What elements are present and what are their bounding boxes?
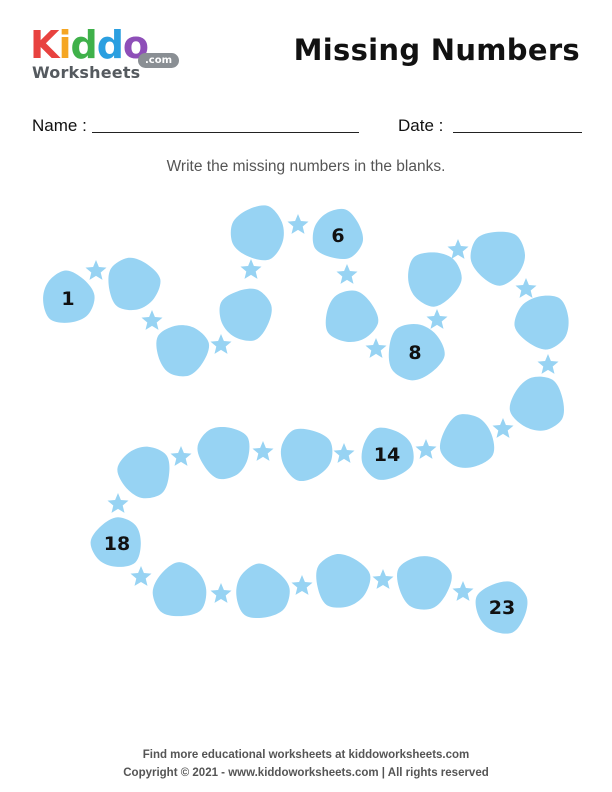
name-field[interactable] [92, 132, 359, 133]
number-bubble: 14 [361, 427, 414, 480]
star-icon [210, 334, 232, 354]
star-icon [537, 354, 559, 374]
bubble-number: 23 [489, 597, 515, 619]
star-icon [130, 566, 152, 586]
bubble-shape [197, 426, 250, 480]
blank-bubble[interactable] [316, 553, 371, 608]
blank-bubble[interactable] [280, 428, 333, 482]
bubble-shape [316, 553, 371, 608]
bubble-shape [156, 325, 210, 377]
number-bubble: 23 [475, 581, 528, 634]
blank-bubble[interactable] [117, 446, 170, 499]
blank-bubble[interactable] [439, 414, 495, 468]
blank-bubble[interactable] [156, 325, 210, 377]
star-icon [336, 264, 358, 284]
bubble-shape [280, 428, 333, 482]
star-icon [291, 575, 313, 595]
bubble-shape [514, 295, 569, 350]
bubble-number: 1 [61, 288, 74, 310]
bubble-shape [90, 517, 141, 567]
star-icon [372, 569, 394, 589]
star-icon [333, 443, 355, 463]
number-bubble: 18 [90, 517, 141, 567]
blank-bubble[interactable] [408, 252, 462, 307]
blank-bubble[interactable] [325, 290, 379, 342]
star-icon [515, 278, 537, 298]
bubble-shape [230, 205, 284, 261]
footer-copyright: Copyright © 2021 - www.kiddoworksheets.c… [123, 767, 489, 779]
blank-bubble[interactable] [197, 426, 250, 480]
star-icon [107, 493, 129, 513]
bubble-shape [408, 252, 462, 307]
bubble-shape [325, 290, 379, 342]
blank-bubble[interactable] [397, 556, 452, 610]
logo-letter: i [58, 23, 71, 67]
instruction-text: Write the missing numbers in the blanks. [166, 158, 446, 175]
bubble-shape [361, 427, 414, 480]
date-label: Date : [398, 116, 444, 135]
bubble-shape [117, 446, 170, 499]
star-icon [85, 260, 107, 280]
bubble-shape [470, 231, 526, 286]
number-bubble: 6 [312, 208, 364, 260]
bubble-shape [397, 556, 452, 610]
star-icon [170, 446, 192, 466]
star-icon [492, 418, 514, 438]
bubble-number: 8 [408, 342, 421, 364]
footer-promo: Find more educational worksheets at kidd… [142, 749, 470, 761]
number-bubble: 8 [388, 324, 445, 381]
bubble-shape [43, 270, 95, 323]
kiddo-worksheets-logo: Kiddo Worksheets .com [30, 26, 180, 82]
number-bubble: 1 [43, 270, 95, 323]
star-icon [452, 581, 474, 601]
bubble-shape [152, 562, 207, 617]
star-icon [415, 439, 437, 459]
bubble-shape [236, 563, 290, 619]
bubble-shape [312, 208, 364, 260]
bubble-shape [219, 288, 272, 341]
date-field[interactable] [453, 132, 582, 133]
bubble-shape [509, 376, 565, 431]
bubble-shape [475, 581, 528, 634]
star-icon [447, 239, 469, 259]
blank-bubble[interactable] [514, 295, 569, 350]
logo-com-badge: .com [138, 53, 180, 68]
logo-letter: K [30, 23, 59, 67]
bubble-number: 14 [374, 444, 400, 466]
star-icon [287, 214, 309, 234]
star-icon [240, 259, 262, 279]
blank-bubble[interactable] [236, 563, 290, 619]
logo-subtitle: Worksheets [32, 63, 141, 82]
blank-bubble[interactable] [152, 562, 207, 617]
blank-bubble[interactable] [509, 376, 565, 431]
star-icon [141, 310, 163, 330]
star-icon [426, 309, 448, 329]
blank-bubble[interactable] [470, 231, 526, 286]
bubble-shape [108, 257, 161, 311]
logo-letter: d [96, 23, 124, 67]
star-icon [252, 441, 274, 461]
bubble-shape [439, 414, 495, 468]
blank-bubble[interactable] [230, 205, 284, 261]
name-label: Name : [32, 116, 87, 135]
page-title: Missing Numbers [293, 33, 580, 67]
blank-bubble[interactable] [219, 288, 272, 341]
star-icon [210, 583, 232, 603]
bubble-number: 18 [104, 533, 130, 555]
bubble-shape [388, 324, 445, 381]
logo-letter: d [70, 23, 97, 67]
blank-bubble[interactable] [108, 257, 161, 311]
star-icon [365, 338, 387, 358]
bubble-number: 6 [331, 225, 344, 247]
